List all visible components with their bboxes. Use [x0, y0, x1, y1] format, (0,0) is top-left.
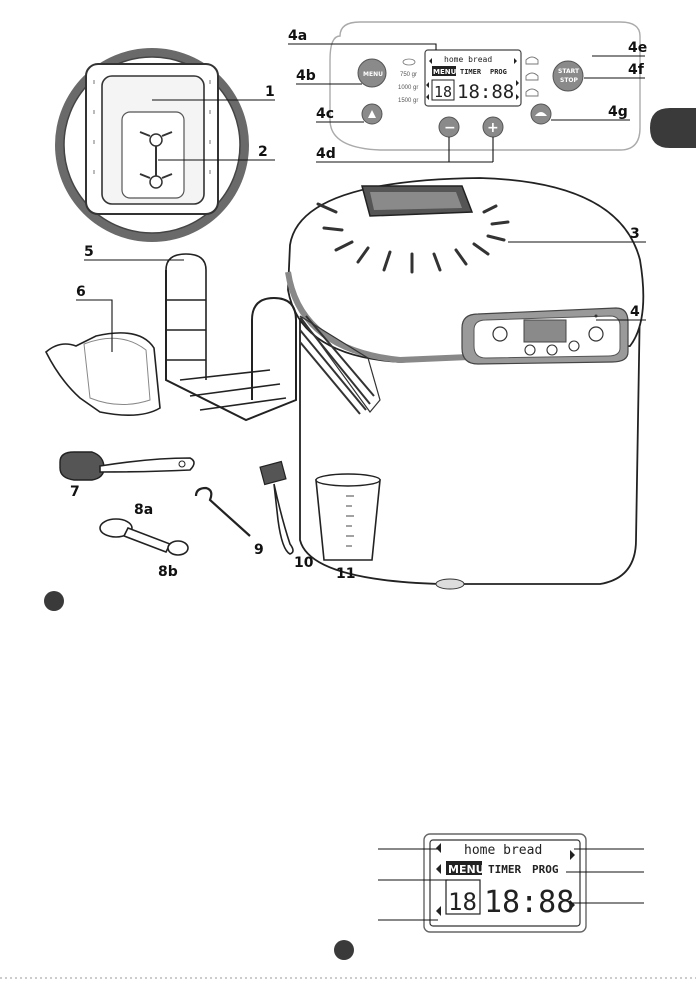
- label-1: 1: [265, 84, 275, 100]
- mold-tray: [46, 333, 160, 415]
- zoom-prog-digits: 18: [448, 888, 477, 916]
- label-9: 9: [254, 542, 264, 558]
- weight-1500: 1500 gr: [398, 98, 418, 104]
- label-4g: 4g: [608, 104, 628, 120]
- label-7: 7: [70, 484, 80, 500]
- start-stop-button[interactable]: START STOP: [553, 61, 583, 91]
- weight-button[interactable]: [362, 104, 382, 124]
- label-5: 5: [84, 244, 94, 260]
- label-8a: 8a: [134, 502, 153, 518]
- zoom-brand: home bread: [464, 843, 542, 858]
- label-4d: 4d: [316, 146, 336, 162]
- minus-button[interactable]: −: [439, 117, 459, 137]
- crust-button[interactable]: [531, 104, 551, 124]
- label-4a: 4a: [288, 28, 307, 44]
- label-4e: 4e: [628, 40, 647, 56]
- measuring-cup: [316, 474, 380, 560]
- start-label: START: [558, 68, 580, 75]
- zoom-menu-tag: MENU: [448, 863, 485, 876]
- control-panel: home bread MENU TIMER PROG 18 18:88 750 …: [330, 22, 640, 150]
- measuring-spoon: [100, 519, 188, 555]
- cp-lcd-prog-digits: 18: [434, 83, 452, 101]
- brush-tool: [260, 461, 293, 554]
- label-10: 10: [294, 555, 314, 571]
- minus-label: −: [444, 120, 456, 136]
- zoom-prog: PROG: [532, 863, 559, 876]
- kneading-rack: [166, 254, 296, 420]
- cp-lcd-menu: MENU: [433, 68, 457, 76]
- label-8b: 8b: [158, 564, 178, 580]
- stop-label: STOP: [560, 77, 579, 84]
- label-2: 2: [258, 144, 268, 160]
- zoom-timer: TIMER: [488, 863, 521, 876]
- label-4f: 4f: [628, 62, 645, 78]
- side-tab-badge: [650, 108, 696, 148]
- weight-1000: 1000 gr: [398, 85, 418, 91]
- lcd-zoom: home bread MENU TIMER PROG 18 18:88: [424, 834, 586, 932]
- cp-lcd-time: 18:88: [457, 81, 514, 103]
- hook-tool: [196, 488, 250, 536]
- weight-750: 750 gr: [400, 72, 417, 78]
- plus-button[interactable]: +: [483, 117, 503, 137]
- menu-button-label: MENU: [363, 71, 383, 78]
- cp-lcd-timer: TIMER: [460, 68, 482, 76]
- zoom-time: 18:88: [484, 885, 574, 920]
- menu-button[interactable]: MENU: [358, 59, 386, 87]
- label-4c: 4c: [316, 106, 334, 122]
- label-4b: 4b: [296, 68, 316, 84]
- label-4: 4: [630, 304, 640, 320]
- cp-lcd-prog: PROG: [490, 68, 507, 76]
- label-6: 6: [76, 284, 86, 300]
- label-3: 3: [630, 226, 640, 242]
- cp-brand: home bread: [444, 55, 492, 64]
- figure-marker-2: [334, 940, 354, 960]
- figure-marker-1: [44, 591, 64, 611]
- scraper-tool: [60, 452, 194, 480]
- bread-pan-inset: [55, 48, 249, 242]
- plus-label: +: [487, 120, 499, 136]
- label-11: 11: [336, 566, 355, 582]
